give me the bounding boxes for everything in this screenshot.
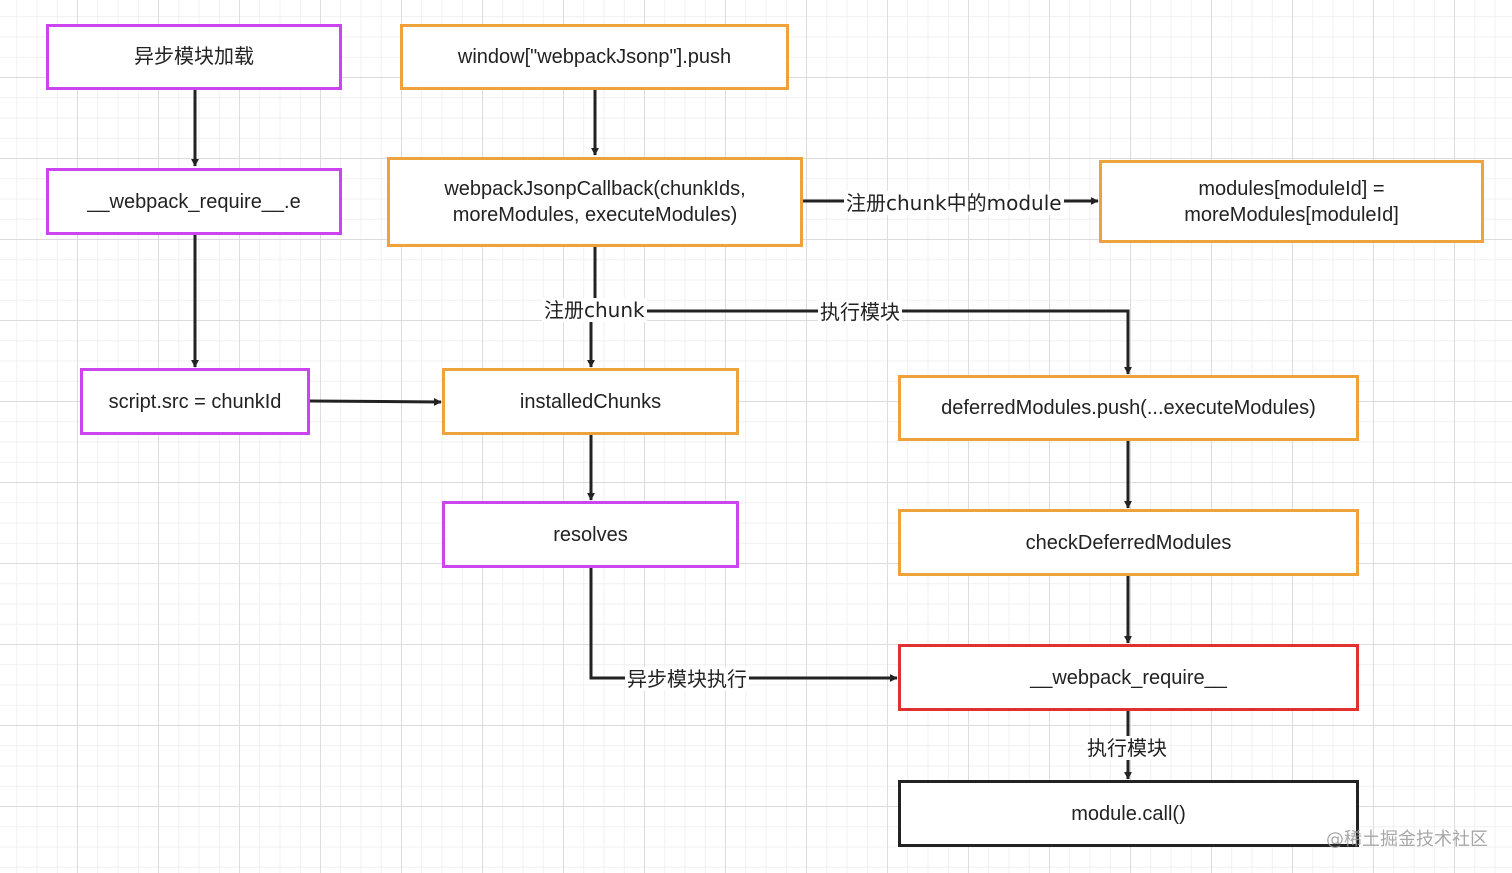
node-jsonp-callback[interactable]: webpackJsonpCallback(chunkIds, moreModul… bbox=[387, 157, 803, 247]
node-script-src[interactable]: script.src = chunkId bbox=[80, 368, 310, 435]
node-installed-chunks[interactable]: installedChunks bbox=[442, 368, 739, 435]
edge-callback-to-deferred-push bbox=[645, 309, 1132, 375]
node-async-load[interactable]: 异步模块加载 bbox=[46, 24, 342, 90]
edge-label-execute-module-top: 执行模块 bbox=[818, 300, 902, 324]
node-webpack-require[interactable]: __webpack_require__ bbox=[898, 644, 1359, 711]
edge-label-execute-module-bottom: 执行模块 bbox=[1085, 736, 1169, 760]
edge-label-async-execute: 异步模块执行 bbox=[625, 667, 749, 691]
node-check-deferred[interactable]: checkDeferredModules bbox=[898, 509, 1359, 576]
watermark: @稀土掘金技术社区 bbox=[1326, 829, 1488, 850]
node-webpack-require-e[interactable]: __webpack_require__.e bbox=[46, 168, 342, 235]
edge-script-src-to-installed-chunks bbox=[309, 397, 442, 406]
edge-label-register-module: 注册chunk中的module bbox=[844, 191, 1064, 215]
node-resolves[interactable]: resolves bbox=[442, 501, 739, 568]
node-modules-assign[interactable]: modules[moduleId] = moreModules[moduleId… bbox=[1099, 160, 1484, 243]
node-module-call[interactable]: module.call() bbox=[898, 780, 1359, 847]
edge-label-register-chunk: 注册chunk bbox=[542, 298, 647, 322]
node-deferred-push[interactable]: deferredModules.push(...executeModules) bbox=[898, 375, 1359, 441]
edge-resolves-to-webpack-require bbox=[589, 568, 898, 682]
node-webpack-jsonp-push[interactable]: window["webpackJsonp"].push bbox=[400, 24, 789, 90]
